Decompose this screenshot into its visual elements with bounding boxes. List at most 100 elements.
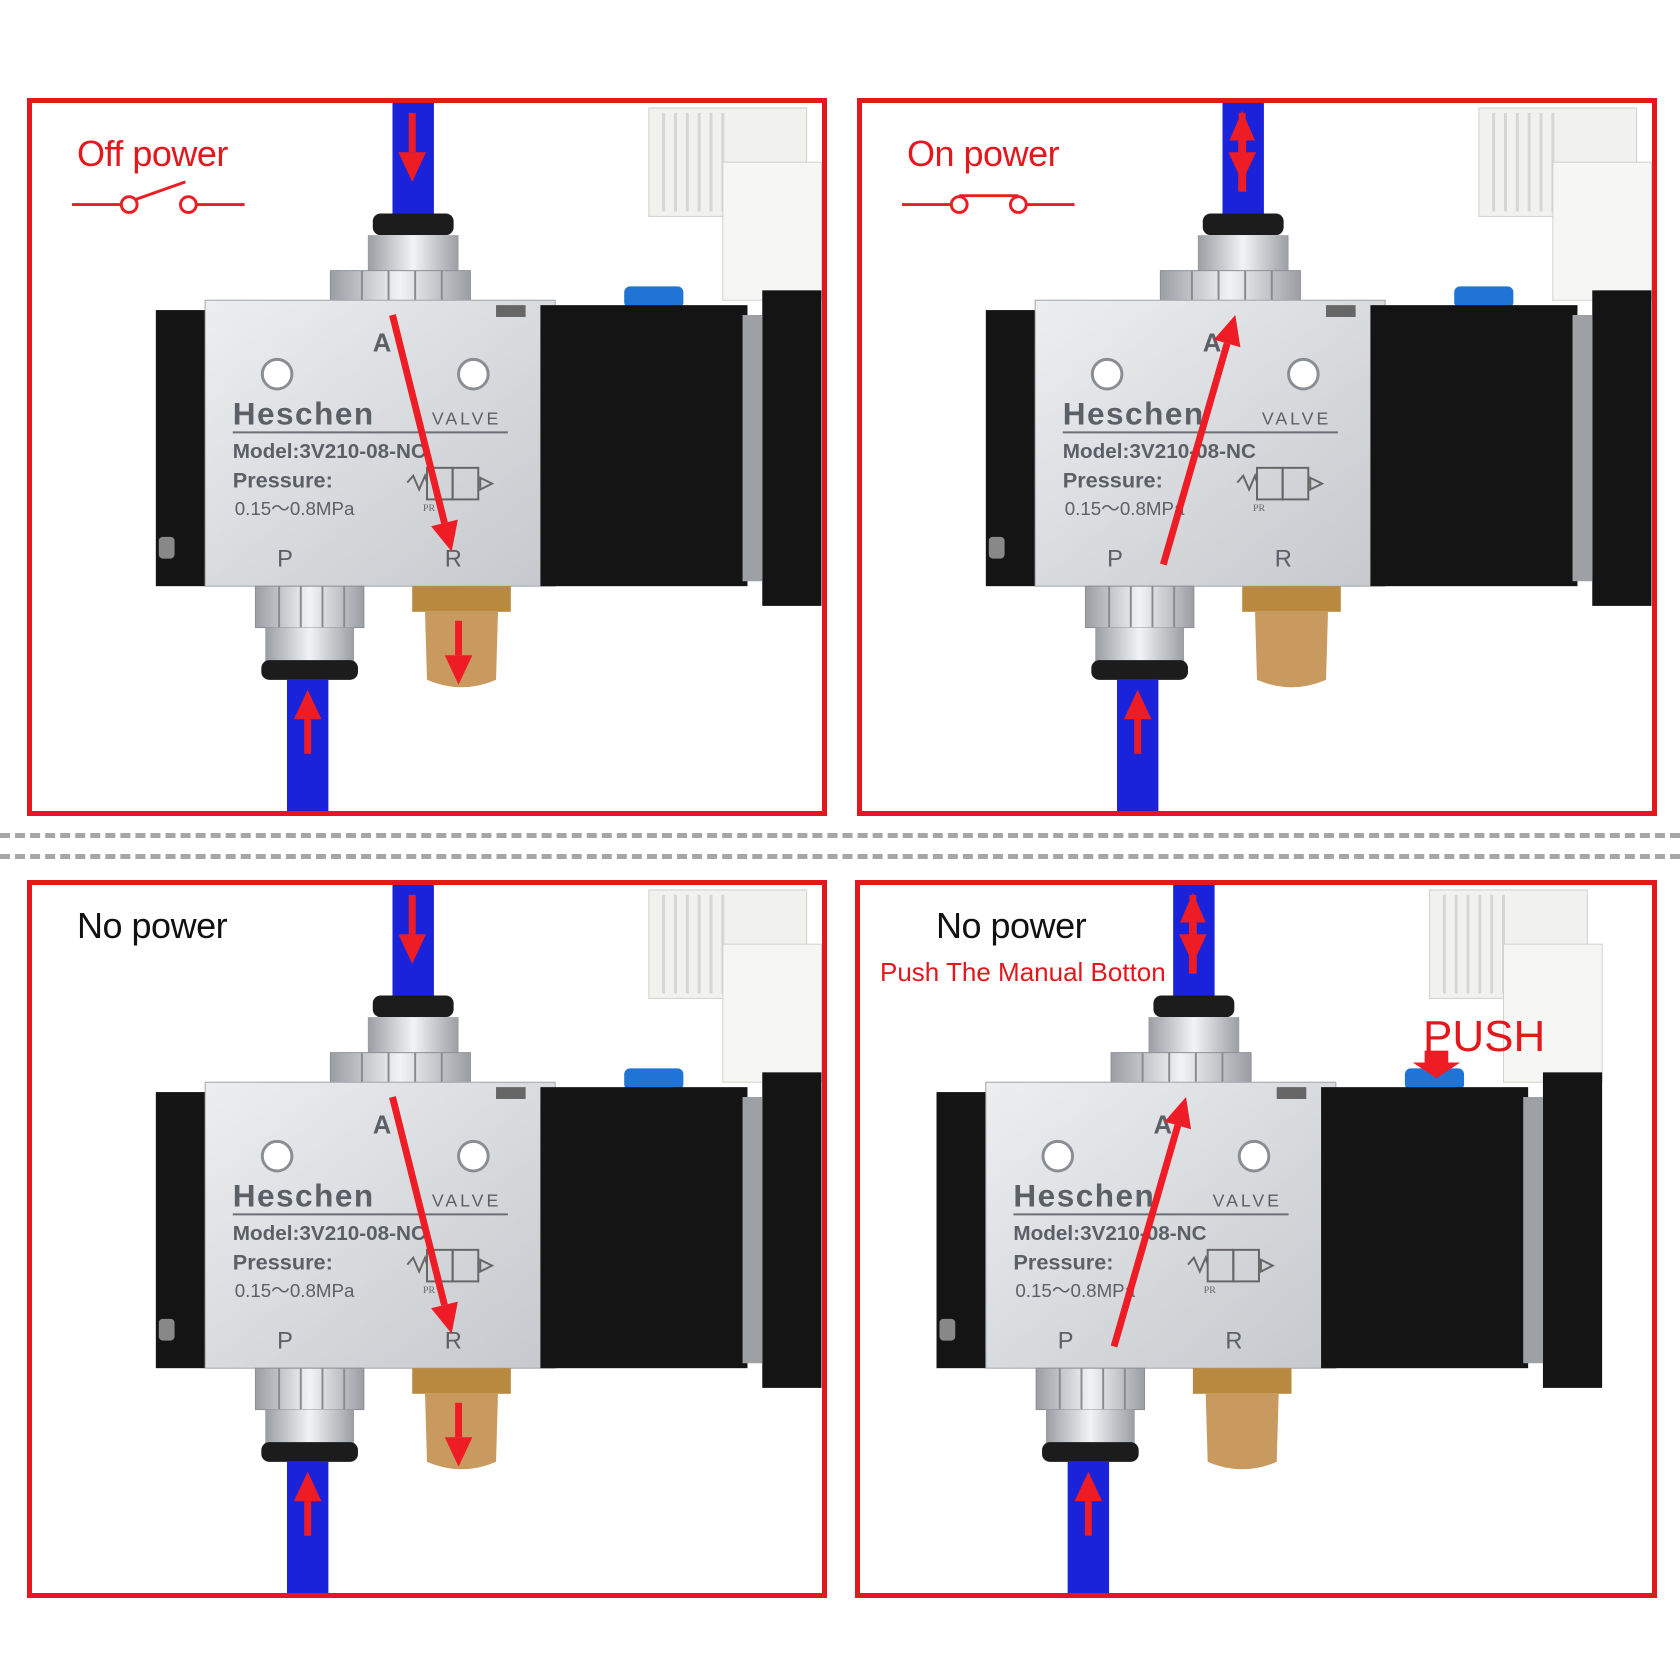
push-arrow-icon xyxy=(1412,1050,1461,1079)
panel-title: Off power xyxy=(77,133,228,174)
tube-a-flow-arrow-up xyxy=(1180,892,1206,974)
manual-override-button xyxy=(1454,286,1514,309)
coil-block xyxy=(1370,305,1578,587)
port-a-label: A xyxy=(1203,329,1222,357)
switch-open-icon xyxy=(72,180,245,214)
mounting-hole xyxy=(1041,1139,1075,1173)
brand-label: Heschen xyxy=(233,395,375,431)
fitting-a-collet xyxy=(372,995,454,1018)
section-divider-top xyxy=(0,833,1680,838)
silencer-nut xyxy=(1192,1368,1292,1394)
port-p-label: P xyxy=(277,1328,293,1354)
pressure-label: Pressure: xyxy=(1013,1250,1113,1275)
pressure-range: 0.15～0.8MPa xyxy=(235,498,355,519)
port-a-label: A xyxy=(373,1111,392,1139)
switch-closed-icon xyxy=(902,194,1075,214)
connector-plug xyxy=(722,161,822,301)
fitting-a-collet xyxy=(372,213,454,236)
valve-illustration: A Heschen VALVE Model:3V210-08-NC Pressure: 0… xyxy=(936,885,1603,1593)
mounting-hole xyxy=(457,1139,490,1173)
model-label: Model:3V210-08-NC xyxy=(233,440,426,463)
fitting-p-nut xyxy=(1035,1367,1146,1411)
model-label: Model:3V210-08-NC xyxy=(1013,1222,1206,1245)
a-to-r-flow-arrow xyxy=(389,1096,458,1334)
model-label: Model:3V210-08-NC xyxy=(1063,440,1256,463)
connector-plug xyxy=(722,943,822,1083)
silencer-nut xyxy=(412,1368,511,1394)
port-p-label: P xyxy=(1058,1328,1074,1354)
valve-symbol-icon: PR xyxy=(1236,466,1325,514)
pressure-range: 0.15～0.8MPa xyxy=(1065,498,1185,519)
coil-block xyxy=(540,305,748,587)
tube-a-flow-arrow xyxy=(398,894,427,964)
pressure-label: Pressure: xyxy=(233,468,333,493)
pressure-label: Pressure: xyxy=(233,1250,333,1275)
mounting-hole xyxy=(1237,1139,1271,1173)
supply-flow-arrow xyxy=(1074,1471,1103,1536)
valve-symbol-icon: PR xyxy=(1187,1248,1275,1296)
coil-housing xyxy=(762,290,822,606)
coil-housing xyxy=(762,1072,822,1388)
svg-text:PR: PR xyxy=(423,503,435,514)
fitting-a-nut xyxy=(1148,1017,1240,1053)
fitting-p-nut xyxy=(254,585,365,629)
port-p-label: P xyxy=(277,546,293,572)
svg-text:PR: PR xyxy=(423,1285,435,1296)
port-p-label: P xyxy=(1107,546,1123,572)
brand-label: Heschen xyxy=(233,1177,375,1213)
mounting-hole xyxy=(1090,357,1124,391)
brand-label: Heschen xyxy=(1013,1177,1155,1213)
coil-block xyxy=(540,1087,748,1369)
panel-title: No power xyxy=(77,905,228,946)
fitting-p-collet xyxy=(261,660,358,680)
silencer xyxy=(1255,611,1328,688)
port-r-label: R xyxy=(445,546,462,572)
fitting-p-collet xyxy=(1042,1442,1139,1462)
a-to-r-flow-arrow xyxy=(389,314,458,552)
panel-manual-push: A Heschen VALVE Model:3V210-08-NC Pressure: 0… xyxy=(855,880,1657,1598)
port-a-label: A xyxy=(1153,1111,1172,1139)
p-to-a-flow-arrow xyxy=(1160,315,1241,566)
fitting-p-collet xyxy=(1091,660,1188,680)
port-a-label: A xyxy=(373,329,392,357)
panel-title: No power xyxy=(936,905,1087,946)
panel-subtitle: Push The Manual Botton xyxy=(880,957,1166,987)
svg-text:PR: PR xyxy=(1253,503,1265,514)
supply-flow-arrow xyxy=(293,1471,322,1536)
valve-body xyxy=(1034,299,1386,587)
silencer-nut xyxy=(412,586,511,612)
coil-housing xyxy=(1542,1072,1603,1388)
manual-override-button xyxy=(624,286,684,309)
panel-title: On power xyxy=(907,133,1060,174)
valve-body xyxy=(985,1081,1337,1369)
manual-override-button xyxy=(624,1068,684,1091)
valve-illustration: A Heschen VALVE Model:3V210-08-NC Pressure: 0… xyxy=(155,885,822,1593)
port-r-label: R xyxy=(1275,546,1292,572)
fitting-a-collet xyxy=(1153,995,1235,1018)
fitting-a-nut xyxy=(1197,235,1289,271)
fitting-a-nut xyxy=(367,1017,459,1053)
coil-block xyxy=(1321,1087,1529,1369)
valve-type-label: VALVE xyxy=(1262,408,1331,428)
valve-type-label: VALVE xyxy=(432,1190,501,1210)
tube-a-flow-arrow xyxy=(398,112,427,182)
p-to-a-flow-arrow xyxy=(1110,1097,1192,1348)
port-r-label: R xyxy=(445,1328,462,1354)
fitting-p-nut xyxy=(254,1367,365,1411)
valve-type-label: VALVE xyxy=(1213,1190,1282,1210)
push-label: PUSH xyxy=(1423,1012,1546,1061)
pressure-range: 0.15～0.8MPa xyxy=(235,1280,355,1301)
fitting-a-collet xyxy=(1202,213,1284,236)
supply-flow-arrow xyxy=(293,689,322,754)
mounting-hole xyxy=(260,1139,294,1173)
fitting-p-collet xyxy=(261,1442,358,1462)
supply-flow-arrow xyxy=(1123,689,1152,754)
model-label: Model:3V210-08-NC xyxy=(233,1222,426,1245)
coil-housing xyxy=(1592,290,1652,606)
pressure-range: 0.15～0.8MPa xyxy=(1015,1280,1135,1301)
connector-plug xyxy=(1552,161,1652,301)
